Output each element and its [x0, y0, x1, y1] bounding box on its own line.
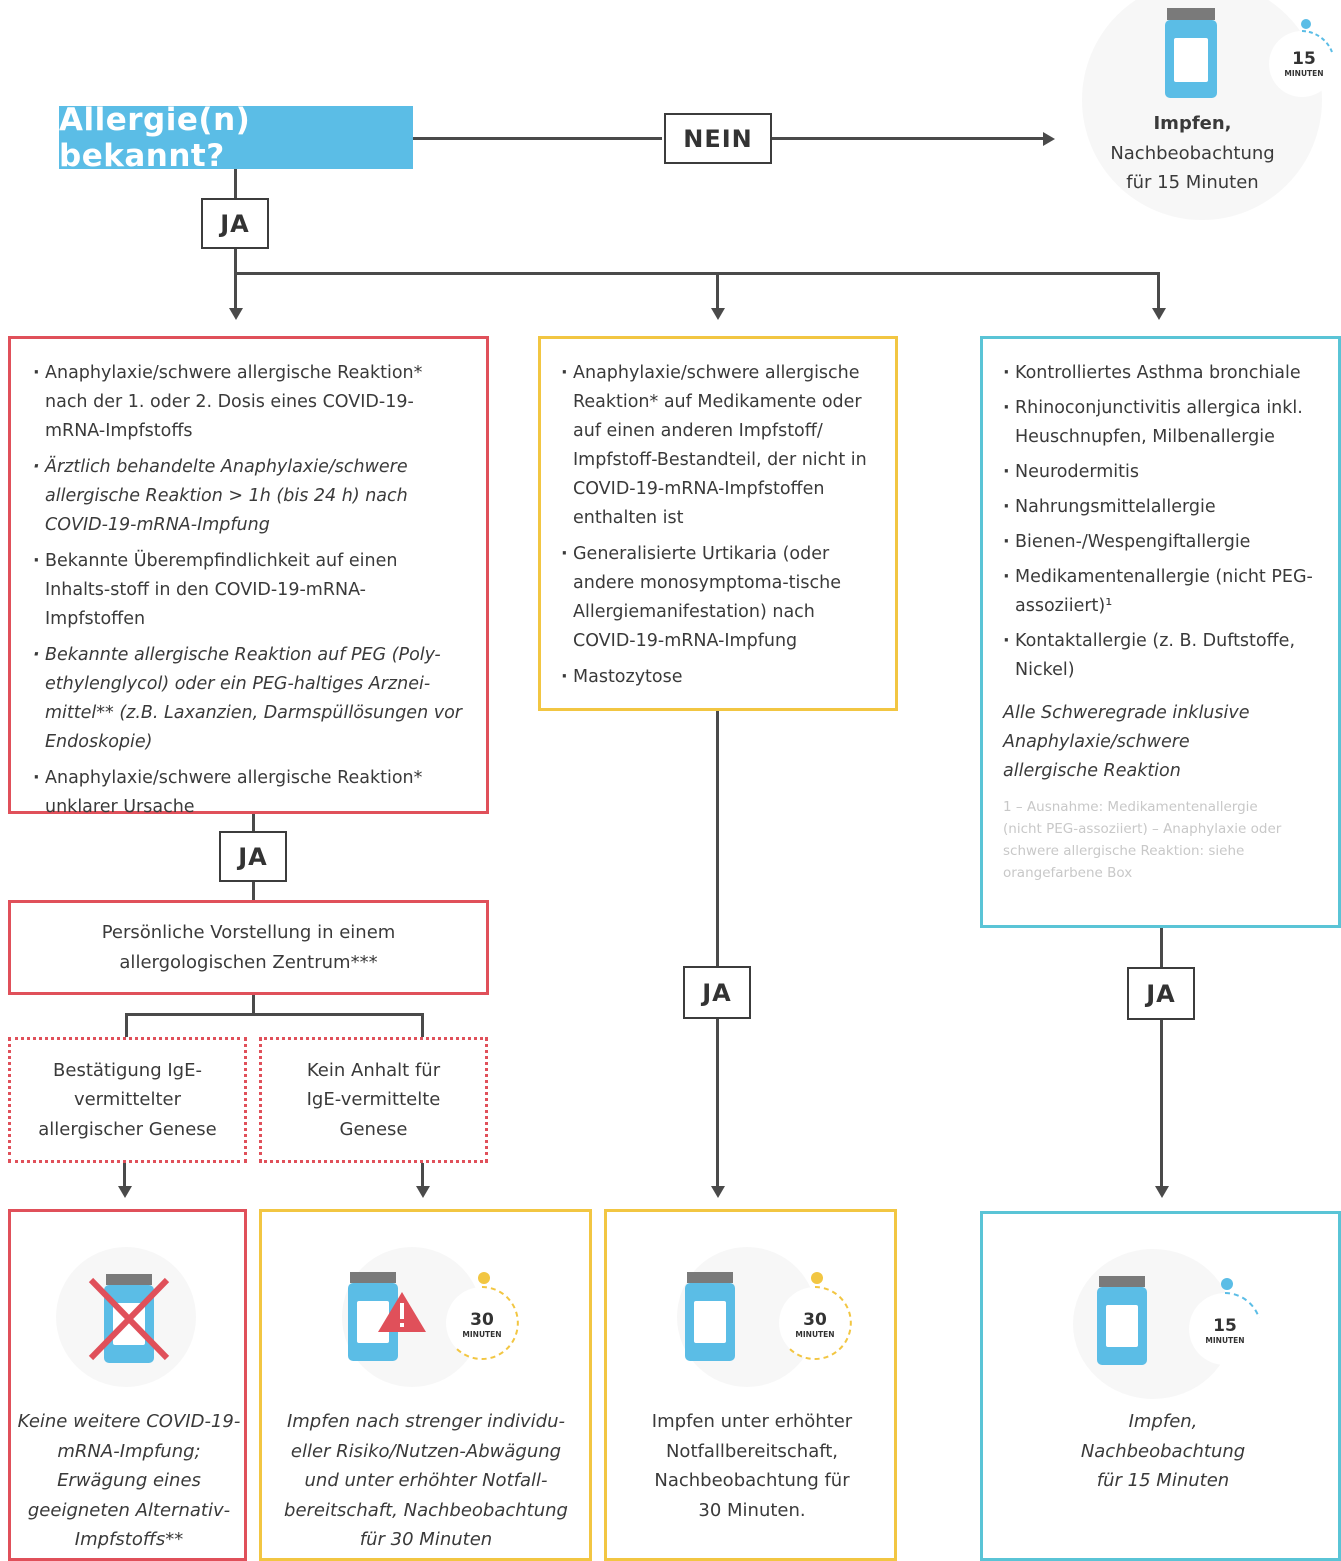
outcome-text: Impfen unter erhöhter Notfallbereitschaf… — [651, 1411, 853, 1521]
nein-label: NEIN — [664, 113, 772, 164]
timer-value: 30 — [470, 1310, 494, 1330]
list-item: Neurodermitis — [1003, 458, 1328, 487]
arrow-right-icon — [1043, 132, 1055, 146]
referral-box: Persönliche Vorstellung in einem allergo… — [8, 900, 489, 995]
list-item: Medikamentenallergie (nicht PEG-assoziie… — [1003, 563, 1328, 621]
connector-line — [125, 1013, 424, 1016]
list-item: Anaphylaxie/schwere allergische Reaktion… — [33, 764, 466, 822]
list-item: Bekannte allergische Reaktion auf PEG (P… — [33, 641, 466, 757]
ja-label: JA — [683, 966, 751, 1019]
outcome-text: Keine weitere COVID-19-mRNA-Impfung; Erw… — [17, 1411, 241, 1550]
list-item: Anaphylaxie/schwere allergische Reaktion… — [561, 359, 877, 533]
arrow-down-icon — [1152, 308, 1166, 320]
list-item: Bekannte Überempfindlichkeit auf einen I… — [33, 547, 466, 634]
timer-icon: 30 MINUTEN — [446, 1272, 519, 1360]
top-result: 15 MINUTEN Impfen, Nachbeobachtung für 1… — [1070, 0, 1341, 225]
vaccine-vial-icon — [685, 1272, 735, 1361]
list-item: Ärztlich behandelte Anaphylaxie/schwere … — [33, 453, 466, 540]
arrow-down-icon — [1155, 1186, 1169, 1198]
outcome-text: Impfen, Nachbeobachtung für 15 Minuten — [1080, 1411, 1246, 1491]
vaccine-vial-icon — [1165, 8, 1217, 98]
list-item: Kontaktallergie (z. B. Duftstoffe, Nicke… — [1003, 627, 1328, 685]
severity-note: Alle Schweregrade inklusive Anaphylaxie/… — [1003, 703, 1250, 781]
list-item: Bienen-/Wespengiftallergie — [1003, 528, 1328, 557]
confirmation-box: Bestätigung IgE-vermittelter allergische… — [8, 1037, 247, 1163]
top-result-line3: für 15 Minuten — [1126, 172, 1259, 193]
connector-line — [252, 813, 255, 831]
timer-unit: MINUTEN — [795, 1330, 834, 1339]
connector-line — [234, 272, 1160, 275]
timer-icon: 15 MINUTEN — [1189, 1278, 1261, 1365]
outcome-strict-risk: 30 MINUTEN Impfen nach strenger individu… — [259, 1209, 592, 1561]
list-item: Generalisierte Urtikaria (oder andere mo… — [561, 540, 877, 656]
arrow-down-icon — [416, 1186, 430, 1198]
ja-label: JA — [201, 198, 269, 249]
yellow-criteria-list: Anaphylaxie/schwere allergische Reaktion… — [561, 359, 877, 692]
list-item: Rhinoconjunctivitis allergica inkl. Heus… — [1003, 394, 1328, 452]
timer-value: 15 — [1213, 1316, 1237, 1336]
arrow-down-icon — [711, 308, 725, 320]
connector-line — [421, 1162, 424, 1187]
list-item: Anaphylaxie/schwere allergische Reaktion… — [33, 359, 466, 446]
connector-line — [125, 1013, 128, 1038]
ja-label: JA — [219, 831, 287, 882]
top-result-title: Impfen, — [1153, 113, 1232, 134]
connector-line — [252, 994, 255, 1014]
connector-line — [123, 1162, 126, 1187]
connector-line — [770, 137, 1045, 140]
timer-icon: 15 MINUTEN — [1269, 19, 1335, 97]
arrow-down-icon — [229, 308, 243, 320]
crossed-vial-icon — [88, 1274, 170, 1363]
question-box: Allergie(n) bekannt? — [59, 102, 413, 174]
timer-value: 15 — [1292, 49, 1316, 69]
connector-line — [1160, 1019, 1163, 1188]
cyan-criteria-box: Kontrolliertes Asthma bronchiale Rhinoco… — [980, 336, 1341, 928]
list-item: Kontrolliertes Asthma bronchiale — [1003, 359, 1328, 388]
red-criteria-list: Anaphylaxie/schwere allergische Reaktion… — [33, 359, 466, 822]
connector-line — [234, 168, 237, 198]
outcome-elevated-readiness: 30 MINUTEN Impfen unter erhöhter Notfall… — [604, 1209, 897, 1561]
warning-vial-icon — [348, 1272, 426, 1361]
list-item: Nahrungsmittelallergie — [1003, 493, 1328, 522]
connector-line — [1160, 927, 1163, 967]
list-item: Mastozytose — [561, 663, 877, 692]
connector-line — [716, 272, 719, 310]
arrow-down-icon — [711, 1186, 725, 1198]
outcome-no-vaccine: Keine weitere COVID-19-mRNA-Impfung; Erw… — [8, 1209, 247, 1561]
connector-line — [234, 248, 237, 310]
ja-label: JA — [1127, 967, 1195, 1020]
confirmation-text: Bestätigung IgE-vermittelter allergische… — [38, 1059, 217, 1140]
connector-line — [421, 1013, 424, 1038]
footnote: 1 – Ausnahme: Medikamentenallergie (nich… — [1003, 799, 1282, 881]
timer-unit: MINUTEN — [462, 1330, 501, 1339]
no-evidence-text: Kein Anhalt für IgE-vermittelte Genese — [306, 1059, 441, 1140]
connector-line — [412, 137, 662, 140]
timer-icon: 30 MINUTEN — [779, 1272, 852, 1360]
timer-unit: MINUTEN — [1205, 1336, 1244, 1345]
outcome-standard: 15 MINUTEN Impfen, Nachbeobachtung für 1… — [980, 1211, 1341, 1561]
referral-text: Persönliche Vorstellung in einem allergo… — [101, 922, 396, 973]
top-result-line2: Nachbeobachtung — [1110, 142, 1275, 164]
connector-line — [1157, 272, 1160, 310]
vaccine-vial-icon — [1097, 1276, 1147, 1365]
no-evidence-box: Kein Anhalt für IgE-vermittelte Genese — [259, 1037, 488, 1163]
connector-line — [716, 710, 719, 966]
timer-unit: MINUTEN — [1284, 69, 1323, 78]
cyan-criteria-list: Kontrolliertes Asthma bronchiale Rhinoco… — [1003, 359, 1328, 685]
question-text: Allergie(n) bekannt? — [59, 101, 251, 174]
yellow-criteria-box: Anaphylaxie/schwere allergische Reaktion… — [538, 336, 898, 711]
arrow-down-icon — [118, 1186, 132, 1198]
red-criteria-box: Anaphylaxie/schwere allergische Reaktion… — [8, 336, 489, 817]
outcome-text: Impfen nach strenger individu-eller Risi… — [284, 1411, 568, 1550]
connector-line — [716, 1018, 719, 1188]
connector-line — [252, 881, 255, 901]
timer-value: 30 — [803, 1310, 827, 1330]
